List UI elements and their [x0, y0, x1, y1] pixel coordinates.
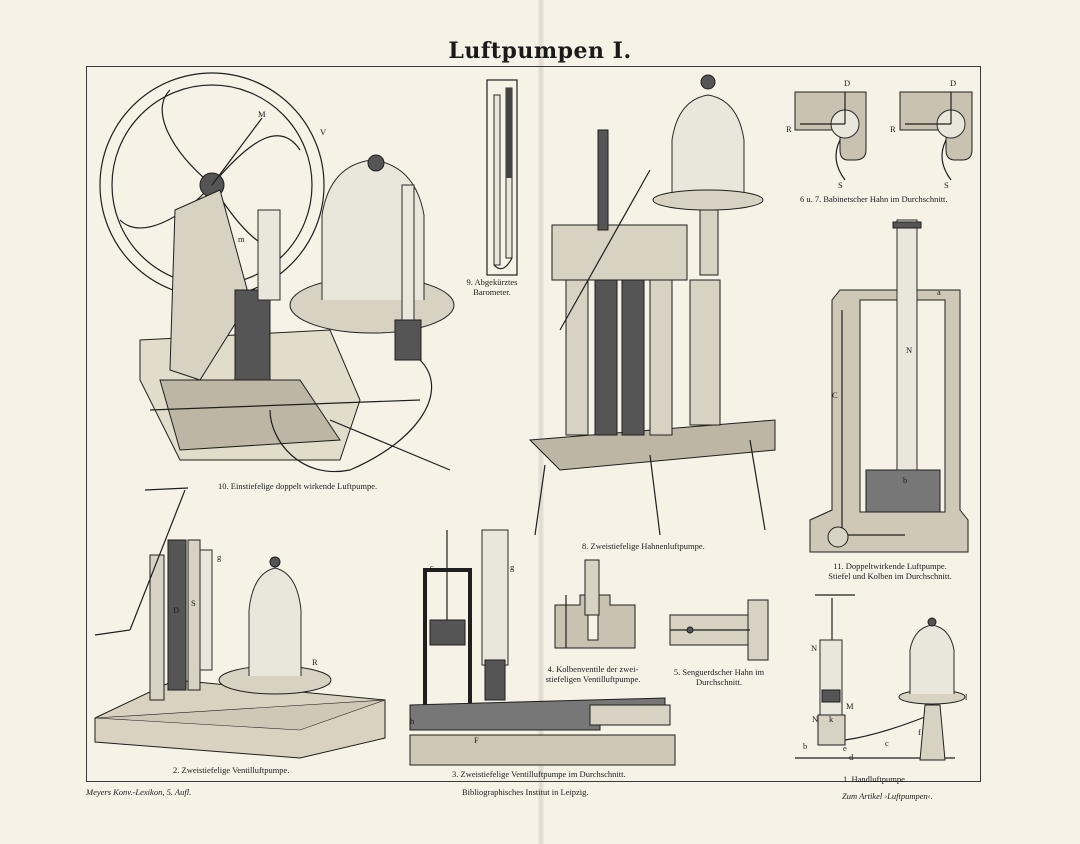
- fig11-label-N: N: [906, 345, 913, 355]
- fig2-label-S: S: [191, 598, 196, 608]
- fig9-caption-line1: 9. Abgekürztes: [466, 277, 518, 287]
- fig1-label-d: d: [849, 752, 854, 762]
- fig11-caption-line1: 11. Doppeltwirkende Luftpumpe.: [833, 561, 947, 571]
- fig4-caption-line2: stiefeligen Ventilluftpumpe.: [545, 674, 641, 684]
- fig67-label-R-right: R: [890, 124, 896, 134]
- fig1-label-f: f: [918, 727, 921, 737]
- fig1-label-b: b: [803, 741, 808, 751]
- fig10-caption: 10. Einstiefelige doppelt wirkende Luftp…: [218, 481, 378, 491]
- fig67-label-R-left: R: [786, 124, 792, 134]
- fig67-label-D-left: D: [844, 78, 851, 88]
- fig1-label-l: l: [965, 692, 968, 702]
- fig10-single-barrel-pump-illustration: [99, 72, 455, 473]
- fig2-label-g: g: [217, 552, 222, 562]
- fig5-caption-line2: Durchschnitt.: [695, 677, 743, 687]
- fig67-label-D-right: D: [950, 78, 957, 88]
- fig3-label-F: F: [474, 735, 479, 745]
- footer-publication: Meyers Konv.-Lexikon, 5. Aufl.: [86, 787, 192, 797]
- fig11-label-C: C: [832, 390, 838, 400]
- fig11-caption-line2: Stiefel und Kolben im Durchschnitt.: [828, 571, 952, 581]
- fig4-piston-valves-illustration: [554, 559, 636, 649]
- plate-title: Luftpumpen I.: [448, 38, 632, 64]
- fig2-caption: 2. Zweistiefelige Ventilluftpumpe.: [173, 765, 290, 775]
- footer-article-reference: Zum Artikel ›Luftpumpen‹.: [842, 791, 933, 801]
- fig5-caption-line1: 5. Senguerdscher Hahn im: [673, 667, 765, 677]
- footer-publisher: Bibliographisches Institut in Leipzig.: [462, 787, 589, 797]
- fig9-barometer-illustration: [486, 79, 518, 276]
- fig1-label-c: c: [885, 738, 889, 748]
- fig11-label-a: a: [937, 287, 941, 297]
- fig1-label-N-mid: N: [812, 714, 819, 724]
- fig1-label-e: e: [843, 743, 847, 753]
- fig8-two-barrel-cock-pump-illustration: [528, 74, 776, 536]
- fig8-caption: 8. Zweistiefelige Hahnenluftpumpe.: [582, 541, 705, 551]
- fig1-label-k: k: [829, 714, 834, 724]
- fig9-caption-line2: Barometer.: [473, 287, 511, 297]
- fig67-caption: 6 u. 7. Babinetscher Hahn im Durchschnit…: [800, 194, 948, 204]
- fig2-label-R: R: [312, 657, 318, 667]
- fig2-two-barrel-valve-pump-illustration: [94, 487, 386, 759]
- fig11-double-acting-pump-section-illustration: [809, 219, 969, 553]
- fig2-label-D: D: [173, 605, 180, 615]
- fig67-label-S-left: S: [838, 180, 843, 190]
- fig6-7-babinet-cock-illustration: [794, 91, 973, 181]
- fig1-label-M: M: [846, 701, 854, 711]
- fig10-label-M: M: [258, 109, 266, 119]
- center-fold: [538, 0, 544, 844]
- fig1-label-N-top: N: [811, 643, 818, 653]
- fig10-label-m: m: [238, 234, 245, 244]
- fig4-caption-line1: 4. Kolbenventile der zwei-: [547, 664, 639, 674]
- fig3-label-g: g: [510, 562, 515, 572]
- fig3-caption: 3. Zweistiefelige Ventilluftpumpe im Dur…: [452, 769, 626, 779]
- fig67-label-S-right: S: [944, 180, 949, 190]
- fig3-label-h: h: [410, 716, 415, 726]
- fig10-label-V: V: [320, 127, 327, 137]
- fig3-label-c: c: [430, 562, 434, 572]
- fig5-senguerd-cock-illustration: [669, 599, 769, 661]
- plate-frame: [86, 66, 981, 782]
- fig1-caption: 1. Handluftpumpe.: [843, 774, 907, 784]
- fig3-valve-pump-section-illustration: [409, 529, 676, 766]
- fig11-label-b: b: [903, 475, 908, 485]
- fig1-hand-pump-illustration: [795, 594, 966, 761]
